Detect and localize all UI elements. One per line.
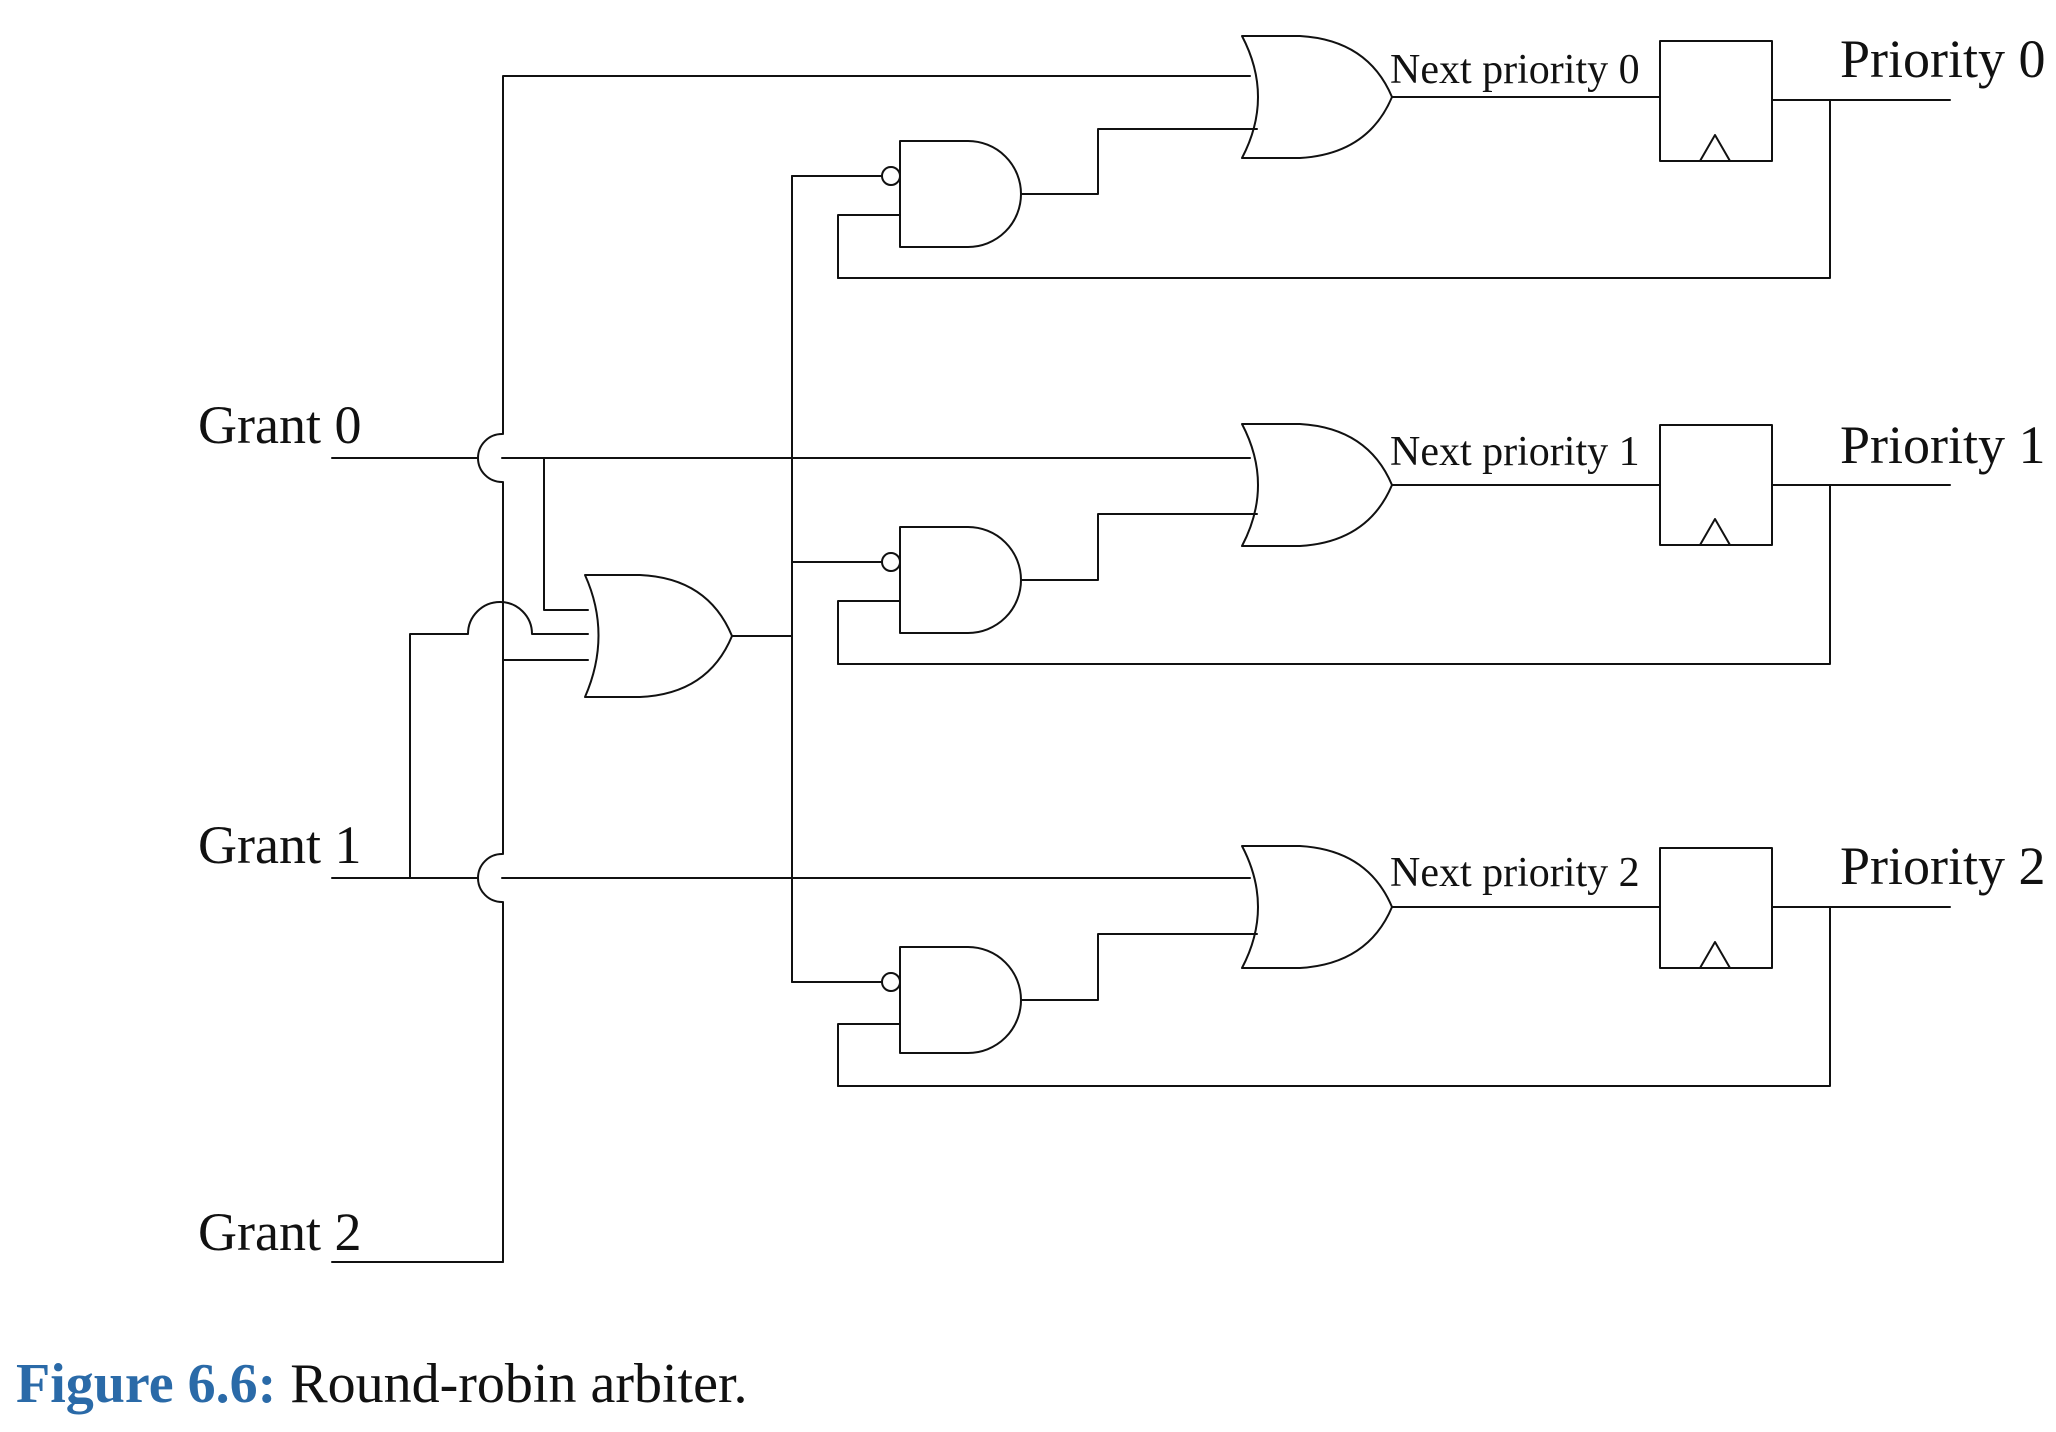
- priority-1-label: Priority 1: [1840, 415, 2046, 475]
- or-gate-2: [1241, 845, 1393, 969]
- flip-flop-2: [1659, 847, 1773, 969]
- or-gate-0: [1241, 35, 1393, 159]
- priority-0-label: Priority 0: [1840, 29, 2046, 89]
- and-0-inverter-bubble: [881, 166, 901, 186]
- figure-caption: Figure 6.6: Round-robin arbiter.: [16, 1352, 748, 1416]
- figure-number: Figure 6.6:: [16, 1353, 277, 1415]
- next-priority-2-label: Next priority 2: [1390, 850, 1640, 896]
- and-2-output-wire: [1020, 933, 1258, 1001]
- left-or-gate: [584, 574, 733, 698]
- and-2-inverter-bubble: [881, 972, 901, 992]
- grant-0-label: Grant 0: [198, 395, 361, 455]
- grant-1-wire: [331, 853, 1251, 903]
- and-gate-1: [899, 526, 1022, 634]
- figure-caption-text: Round-robin arbiter.: [290, 1353, 748, 1415]
- and-1-feedback-in-wire: [837, 600, 901, 665]
- priority-1-feedback-wire: [837, 484, 1831, 665]
- grant-2-vertical-wire: [502, 75, 1251, 1263]
- or-gate-1: [1241, 423, 1393, 547]
- grant-1-to-or-wire: [409, 601, 589, 879]
- priority-2-feedback-wire: [837, 906, 1831, 1087]
- and-1-inverter-bubble: [881, 552, 901, 572]
- grant-1-label: Grant 1: [198, 815, 361, 875]
- flip-flop-2-clock-icon: [1699, 941, 1731, 969]
- and-1-output-wire: [1020, 513, 1258, 581]
- flip-flop-0-clock-icon: [1699, 134, 1731, 162]
- and-2-feedback-in-wire: [837, 1023, 901, 1087]
- and-0-feedback-in-wire: [837, 214, 901, 279]
- flip-flop-1: [1659, 424, 1773, 546]
- and-gate-0: [899, 140, 1022, 248]
- grant-0-to-or-wire: [543, 457, 589, 611]
- flip-flop-1-clock-icon: [1699, 518, 1731, 546]
- next-priority-1-label: Next priority 1: [1390, 429, 1640, 475]
- and-gate-2: [899, 946, 1022, 1054]
- priority-2-label: Priority 2: [1840, 836, 2046, 896]
- flip-flop-0: [1659, 40, 1773, 162]
- next-priority-0-label: Next priority 0: [1390, 47, 1640, 93]
- priority-0-feedback-wire: [837, 99, 1831, 279]
- and-0-output-wire: [1020, 128, 1258, 195]
- grant-0-wire: [331, 433, 1251, 483]
- grant-2-label: Grant 2: [198, 1202, 361, 1262]
